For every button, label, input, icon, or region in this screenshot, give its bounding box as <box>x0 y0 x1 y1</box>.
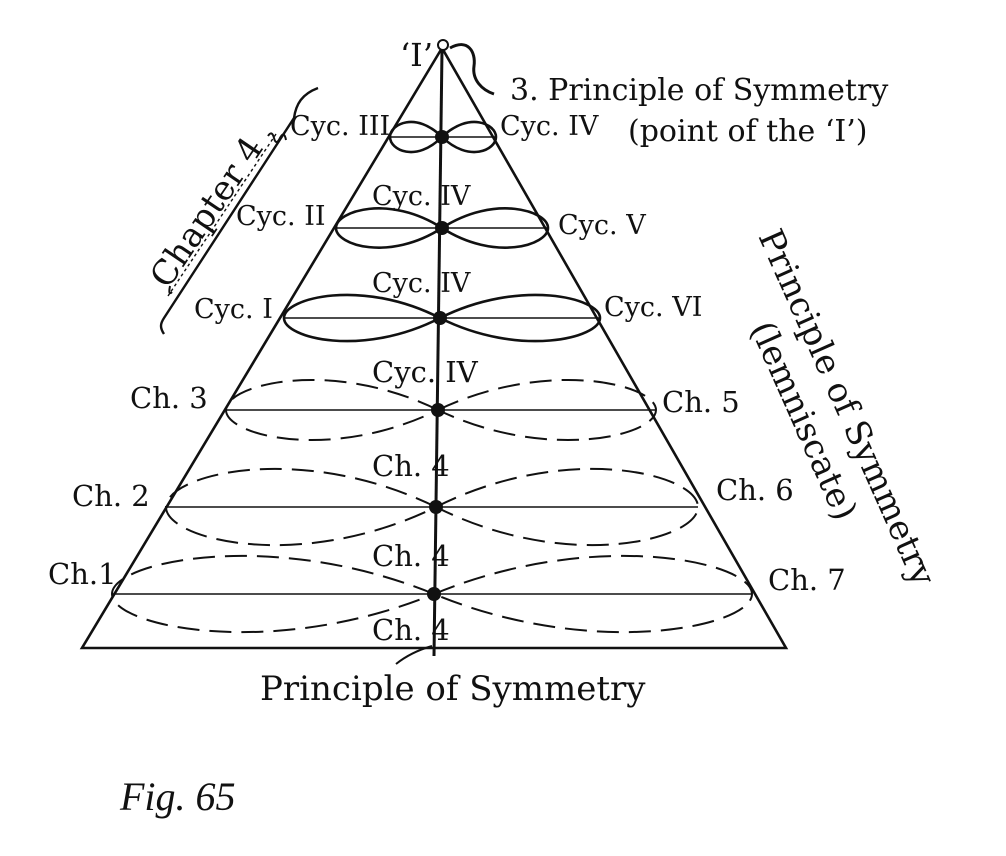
lemniscate-right-lobe <box>441 207 550 249</box>
bottom-pointer-arrow <box>395 645 433 665</box>
lemniscate-level: Ch.1 Ch. 4 Ch. 7 <box>48 539 846 634</box>
lemniscate-left-lobe <box>224 379 439 441</box>
lemniscate-level: Ch. 2 Ch. 4 Ch. 6 <box>72 449 794 547</box>
lemniscate-right-lobe <box>435 467 700 547</box>
level-left-label: Ch.1 <box>48 557 117 591</box>
level-left-label: Ch. 2 <box>72 479 150 513</box>
level-right-label: Cyc. IV <box>500 111 599 142</box>
level-center-label: Cyc. IV <box>372 181 471 212</box>
lemniscate-left-lobe <box>334 207 443 249</box>
lemniscate-level: Cyc. I Cyc. IV Cyc. VI <box>194 268 702 343</box>
level-center-label: Cyc. IV <box>372 355 479 389</box>
apex-label: ‘I’ <box>400 36 433 74</box>
center-point <box>429 500 443 514</box>
center-point <box>427 587 441 601</box>
level-right-label: Ch. 5 <box>662 385 740 419</box>
level-right-label: Ch. 6 <box>716 473 794 507</box>
lemniscate-right-lobe <box>437 378 658 442</box>
center-point <box>431 403 445 417</box>
level-left-label: Cyc. III <box>290 111 390 142</box>
level-right-label: Ch. 7 <box>768 563 846 597</box>
lemniscate-left-lobe <box>164 467 437 547</box>
lemniscate-level: Ch. 3 Cyc. IV Ch. 5 <box>130 355 740 442</box>
level-center-label: Ch. 4 <box>372 449 450 483</box>
lemniscate-left-lobe <box>282 293 441 343</box>
central-axis <box>432 49 444 657</box>
lemniscate-left-lobe <box>110 554 435 634</box>
center-point <box>433 311 447 325</box>
lemniscate-right-lobe <box>439 293 602 343</box>
level-left-label: Cyc. II <box>236 201 326 232</box>
wavy-underline <box>168 132 287 295</box>
level-left-label: Cyc. I <box>194 294 273 325</box>
apex-pointer-arrow <box>449 43 495 96</box>
lemniscate-left-lobe <box>388 120 443 154</box>
lemniscate-level: Cyc. III Cyc. IV <box>290 111 599 154</box>
level-right-label: Cyc. V <box>558 210 646 241</box>
bottom-principle-label: Principle of Symmetry <box>260 669 646 709</box>
center-point <box>435 221 449 235</box>
level-left-label: Ch. 3 <box>130 381 208 415</box>
top-principle-line2: (point of the ‘I’) <box>628 114 867 149</box>
base-center-label: Ch. 4 <box>372 613 450 647</box>
top-principle-line1: 3. Principle of Symmetry <box>510 73 888 108</box>
apex-point <box>437 39 449 51</box>
level-right-label: Cyc. VI <box>604 292 702 323</box>
lemniscate-level: Cyc. II Cyc. IV Cyc. V <box>236 181 646 249</box>
level-center-label: Cyc. IV <box>372 268 471 299</box>
figure-caption: Fig. 65 <box>119 774 236 819</box>
lemniscate-right-lobe <box>441 120 498 154</box>
lemniscate-right-lobe <box>433 554 754 634</box>
level-center-label: Ch. 4 <box>372 539 450 573</box>
center-point <box>435 130 449 144</box>
